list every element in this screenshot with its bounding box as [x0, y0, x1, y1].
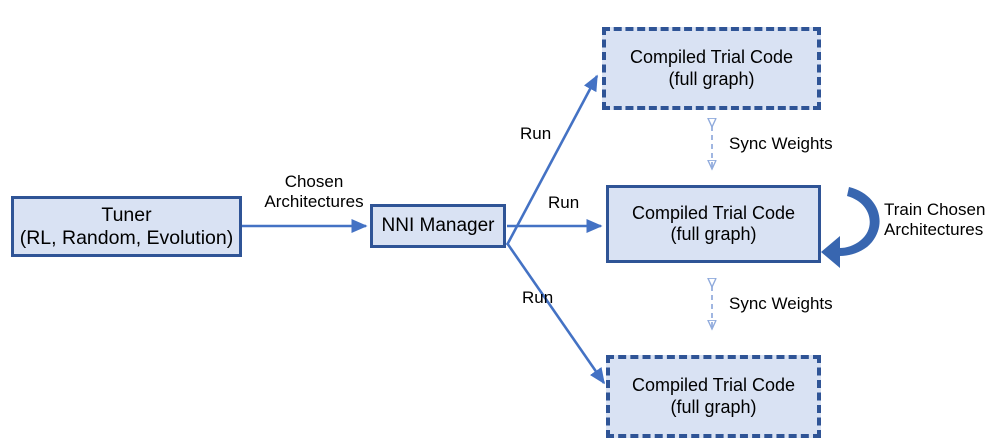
node-tuner[interactable]: Tuner (RL, Random, Evolution) — [11, 196, 242, 257]
node-trial-middle-line1: Compiled Trial Code — [631, 202, 796, 223]
node-trial-bottom[interactable]: Compiled Trial Code (full graph) — [606, 355, 821, 438]
label-train-chosen-architectures: Train Chosen Architectures — [884, 200, 988, 240]
curved-train-arrow — [821, 187, 880, 268]
node-trial-middle[interactable]: Compiled Trial Code (full graph) — [606, 185, 821, 263]
label-train-line2: Architectures — [884, 220, 984, 240]
label-train-line1: Train Chosen — [884, 200, 986, 219]
node-tuner-line1: Tuner — [101, 203, 152, 226]
node-tuner-line2: (RL, Random, Evolution) — [19, 226, 234, 249]
edge-manager-to-trial-top — [505, 74, 599, 246]
label-run-middle: Run — [548, 193, 580, 212]
node-trial-top-line2: (full graph) — [668, 68, 755, 89]
node-nni-manager-line1: NNI Manager — [381, 214, 495, 236]
node-trial-middle-line2: (full graph) — [670, 224, 757, 244]
label-chosen-architectures: Chosen Architectures — [262, 172, 366, 212]
label-chosen-line2: Architectures — [264, 192, 364, 212]
node-trial-top[interactable]: Compiled Trial Code (full graph) — [602, 27, 821, 110]
label-sync-weights-top: Sync Weights — [729, 134, 833, 153]
edge-manager-to-trial-bot — [505, 242, 606, 385]
node-trial-bottom-line1: Compiled Trial Code — [631, 375, 796, 396]
node-trial-bottom-line2: (full graph) — [670, 396, 757, 417]
label-run-bottom: Run — [522, 288, 554, 307]
node-trial-top-line1: Compiled Trial Code — [629, 47, 794, 68]
node-nni-manager[interactable]: NNI Manager — [370, 204, 506, 248]
label-chosen-line1: Chosen — [284, 172, 344, 191]
label-run-top: Run — [520, 124, 552, 143]
label-sync-weights-bottom: Sync Weights — [729, 294, 833, 313]
